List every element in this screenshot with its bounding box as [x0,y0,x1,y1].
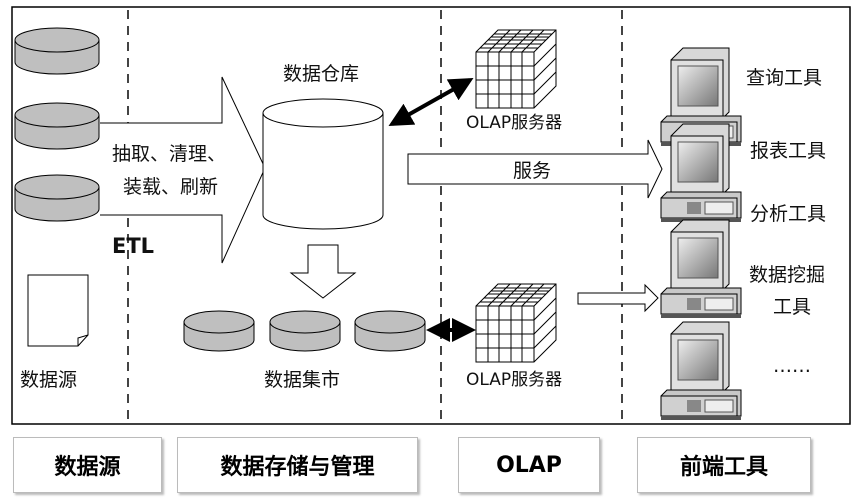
section-frontend: 前端工具 [637,437,811,493]
olap-cube-icon [475,29,557,109]
frame [11,6,851,425]
tool-mining-2: 工具 [773,296,811,318]
tool-report: 报表工具 [750,140,826,162]
service-label: 服务 [513,160,551,182]
etl-text-1: 抽取、清理、 [112,143,226,165]
section-olap: OLAP [458,437,600,493]
source-label: 数据源 [20,369,77,391]
mining-arrow [577,283,659,313]
etl-text-2: 装载、刷新 [123,176,218,198]
computer-icon [660,219,742,319]
double-arrow-top [388,78,474,126]
computer-icon [660,321,742,421]
olap-server-bottom: OLAP服务器 [466,370,562,390]
tool-analysis: 分析工具 [750,203,826,225]
service-arrow [407,139,663,199]
tool-query: 查询工具 [746,67,822,89]
tool-more: …… [773,355,811,377]
etl-label: ETL [112,234,154,258]
section-source: 数据源 [13,437,162,493]
section-storage: 数据存储与管理 [177,437,418,493]
down-arrow [289,244,357,299]
computer-icon [660,123,742,223]
tool-mining: 数据挖掘 [749,264,825,286]
warehouse-label: 数据仓库 [283,63,359,85]
source-disks [14,27,100,222]
mart-disks [183,310,426,352]
warehouse-cylinder-icon [262,98,384,230]
source-doc-icon [27,274,89,347]
olap-server-top: OLAP服务器 [466,113,562,133]
olap-cube-icon [475,283,557,363]
mart-label: 数据集市 [264,369,340,391]
